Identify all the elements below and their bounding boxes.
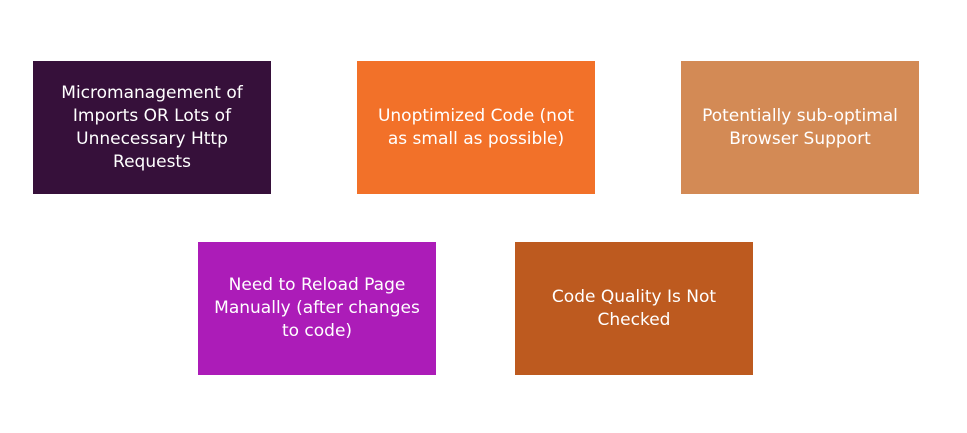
problem-box-micromanagement-imports: Micromanagement of Imports OR Lots of Un… [33,61,271,194]
problem-box-browser-support: Potentially sub-optimal Browser Support [681,61,919,194]
problem-box-reload-page: Need to Reload Page Manually (after chan… [198,242,436,375]
problem-box-label: Potentially sub-optimal Browser Support [702,105,898,149]
problem-box-label: Need to Reload Page Manually (after chan… [214,275,420,341]
problem-box-code-quality: Code Quality Is Not Checked [515,242,753,375]
problem-box-unoptimized-code: Unoptimized Code (not as small as possib… [357,61,595,194]
problem-box-label: Code Quality Is Not Checked [551,286,717,330]
problem-box-label: Micromanagement of Imports OR Lots of Un… [61,82,243,172]
problem-box-label: Unoptimized Code (not as small as possib… [377,105,575,149]
